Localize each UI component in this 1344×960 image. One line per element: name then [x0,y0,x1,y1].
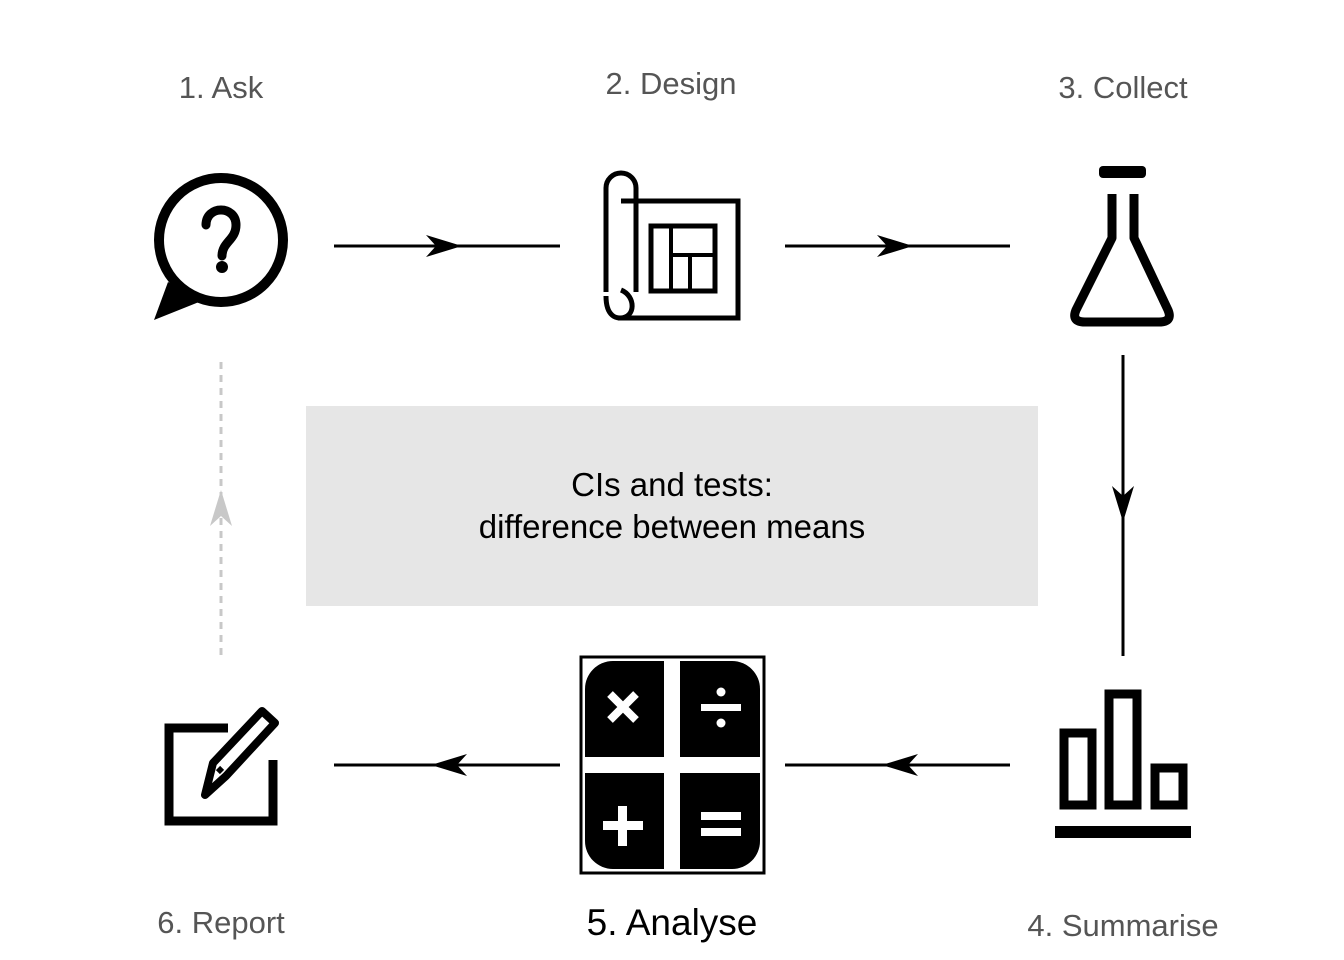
arrow-ask-to-design [334,235,560,257]
step-label-report: 6. Report [157,905,285,940]
center-box-line1: CIs and tests: [571,466,773,503]
step-label-ask: 1. Ask [178,70,264,105]
arrow-report-to-ask-dashed [210,362,232,656]
step-label-summarise: 4. Summarise [1027,908,1219,943]
center-box-line2: difference between means [478,508,866,545]
step-label-collect: 3. Collect [1058,70,1188,105]
calculator-icon [579,655,766,875]
question-speech-bubble-icon [154,173,288,320]
arrow-analyse-to-report [334,754,560,776]
arrow-collect-to-summarise [1112,355,1134,656]
edit-pencil-icon [164,707,279,826]
flask-icon [1070,166,1174,327]
arrow-summarise-to-analyse [785,754,1010,776]
center-box: CIs and tests: difference between means [306,406,1038,606]
arrow-design-to-collect [785,235,1010,257]
step-label-design: 2. Design [605,66,737,101]
blueprint-icon [603,170,741,321]
center-box-background [306,406,1038,606]
step-label-analyse: 5. Analyse [586,902,758,943]
bar-chart-icon [1055,689,1191,838]
